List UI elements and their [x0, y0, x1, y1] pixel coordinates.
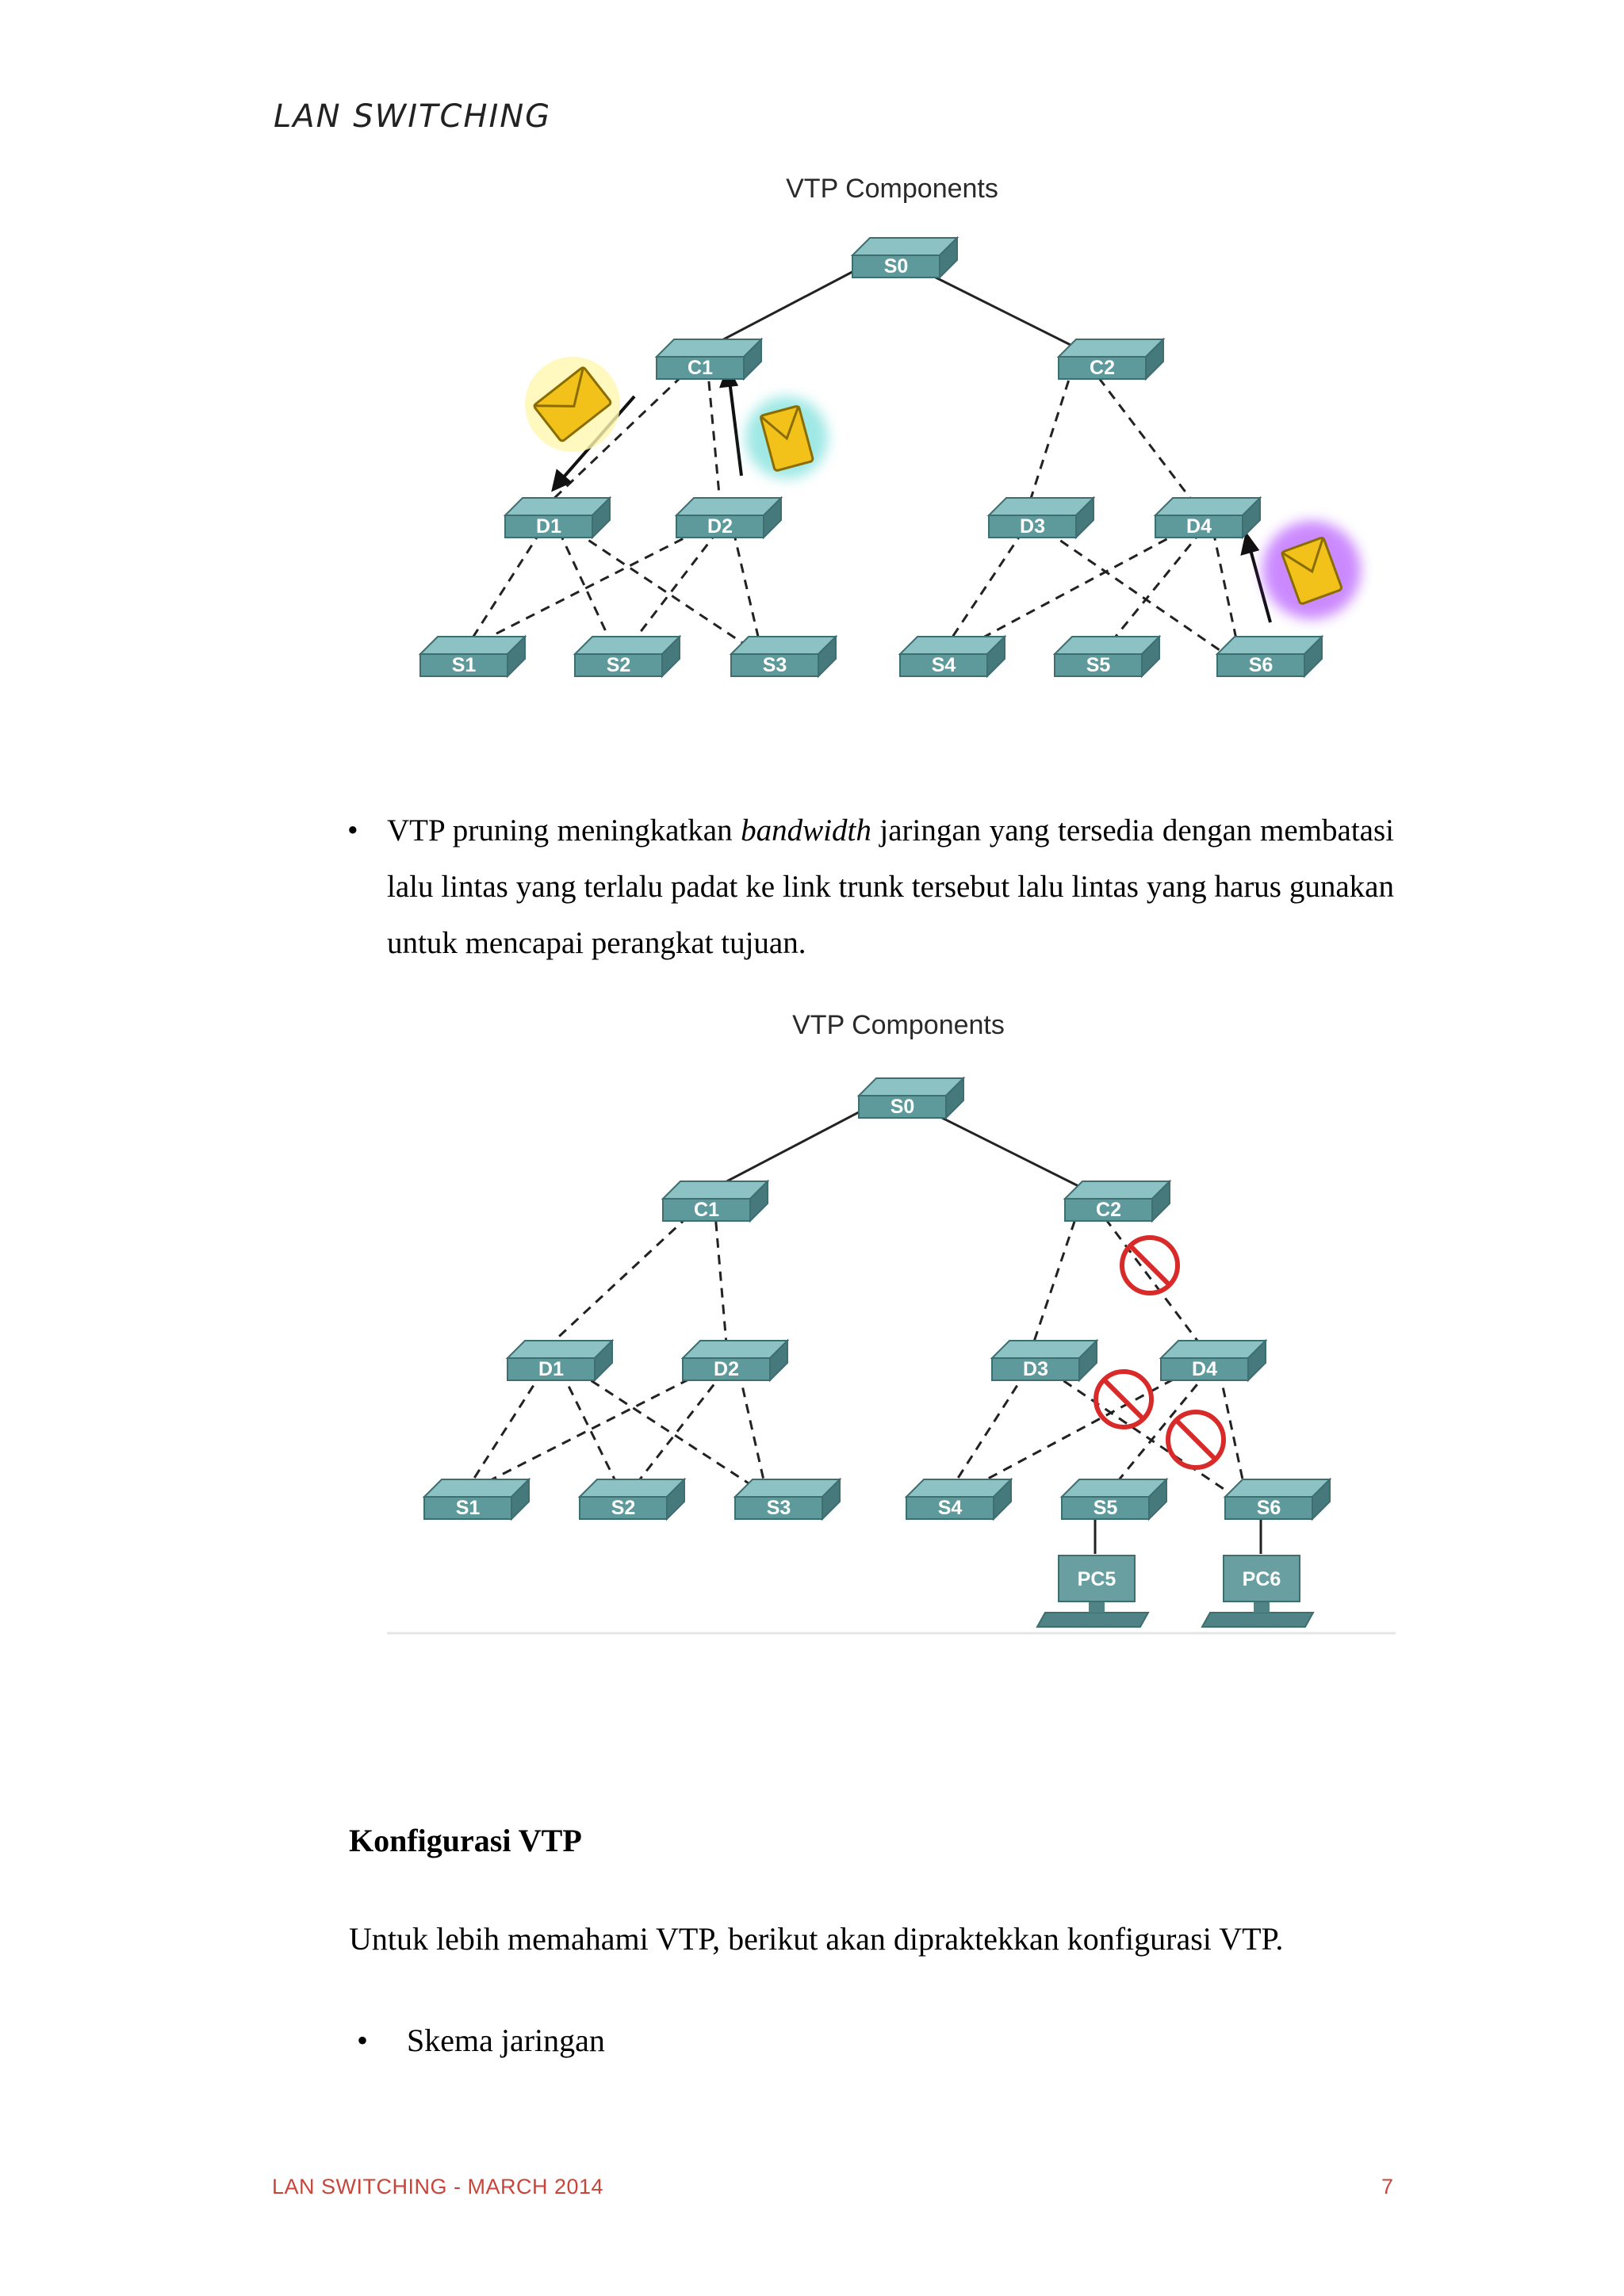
page-number: 7: [1381, 2175, 1394, 2198]
switch-s3: S3: [729, 634, 838, 679]
figure-2-title: VTP Components: [792, 1010, 1005, 1040]
link-c1-d1: [547, 363, 695, 505]
bullet-dot: •: [347, 813, 358, 848]
switch-c1: C1: [654, 337, 764, 381]
pc-label: PC6: [1243, 1568, 1281, 1590]
switch-label: S0: [891, 1096, 915, 1118]
switch-label: S1: [456, 1497, 481, 1519]
running-header: LAN SWITCHING: [274, 98, 552, 135]
switch-s5: S5: [1052, 634, 1162, 679]
switch-d4: D4: [1159, 1338, 1268, 1383]
switch-d1: D1: [503, 496, 612, 540]
switch-label: S5: [1086, 654, 1111, 676]
switch-label: D4: [1186, 515, 1212, 538]
switch-label: S5: [1094, 1497, 1118, 1519]
switch-s1: S1: [422, 1477, 531, 1521]
envelope-icon: [525, 357, 620, 452]
envelope-icon: [1262, 521, 1361, 619]
switch-label: D4: [1192, 1358, 1217, 1380]
prohibit-icon: [1120, 1235, 1180, 1295]
switch-s1: S1: [418, 634, 527, 679]
switch-s4: S4: [898, 634, 1007, 679]
switch-label: C2: [1090, 357, 1115, 379]
section-paragraph: Untuk lebih memahami VTP, berikut akan d…: [349, 1921, 1284, 1957]
switch-label: S4: [938, 1497, 963, 1519]
footer-text: LAN SWITCHING - MARCH 2014: [272, 2175, 604, 2198]
switch-s2: S2: [573, 634, 682, 679]
switch-d3: D3: [986, 496, 1096, 540]
switch-c1: C1: [661, 1179, 770, 1223]
pc-label: PC5: [1078, 1568, 1116, 1590]
switch-label: S1: [452, 654, 477, 676]
switch-label: C2: [1096, 1199, 1121, 1221]
bullet-text: Skema jaringan: [407, 2022, 605, 2058]
switch-c2: C2: [1063, 1179, 1172, 1223]
switch-c2: C2: [1056, 337, 1166, 381]
section-heading: Konfigurasi VTP: [349, 1823, 582, 1858]
switch-d4: D4: [1153, 496, 1262, 540]
switch-label: D3: [1020, 515, 1045, 538]
switch-label: D2: [714, 1358, 739, 1380]
switch-s6: S6: [1223, 1477, 1332, 1521]
vtp-components-figure-2: VTP Components: [387, 991, 1396, 1649]
switch-label: C1: [688, 357, 713, 379]
bullet-dot: •: [357, 2022, 369, 2058]
switch-label: C1: [694, 1199, 719, 1221]
switch-s0: S0: [856, 1076, 966, 1120]
switch-d3: D3: [990, 1338, 1099, 1383]
switch-d2: D2: [674, 496, 783, 540]
switch-label: S0: [884, 255, 909, 277]
envelope-icon: [745, 396, 828, 479]
figure-1-title: VTP Components: [786, 174, 998, 204]
switch-label: S3: [767, 1497, 791, 1519]
prohibit-icon: [1166, 1410, 1226, 1470]
switch-s6: S6: [1215, 634, 1324, 679]
switch-s2: S2: [577, 1477, 687, 1521]
switch-label: D1: [536, 515, 561, 538]
prohibit-icon: [1094, 1369, 1154, 1429]
switch-label: D2: [707, 515, 733, 538]
switch-s4: S4: [904, 1477, 1013, 1521]
switch-s3: S3: [733, 1477, 842, 1521]
switch-s0: S0: [850, 235, 959, 280]
switch-d2: D2: [680, 1338, 790, 1383]
switch-label: S3: [763, 654, 787, 676]
switch-d1: D1: [505, 1338, 615, 1383]
switch-label: D1: [538, 1358, 564, 1380]
pc-pc5: PC5: [1036, 1555, 1150, 1628]
vtp-components-figure-1: VTP Components: [389, 155, 1364, 741]
switch-label: D3: [1023, 1358, 1048, 1380]
switch-label: S2: [607, 654, 631, 676]
switch-label: S4: [932, 654, 956, 676]
switch-label: S2: [611, 1497, 636, 1519]
pc-pc6: PC6: [1201, 1555, 1315, 1628]
switch-label: S6: [1249, 654, 1274, 676]
bullet-text: VTP pruning meningkatkan bandwidth jarin…: [387, 813, 1394, 960]
switch-s5: S5: [1059, 1477, 1169, 1521]
switch-label: S6: [1257, 1497, 1281, 1519]
